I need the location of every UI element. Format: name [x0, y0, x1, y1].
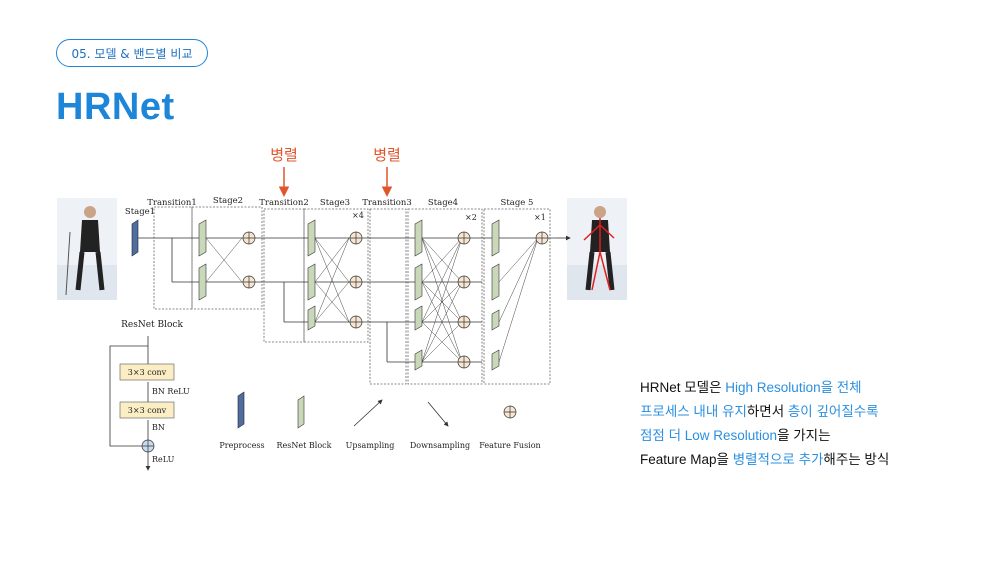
resnet-conv2: 3×3 conv	[128, 406, 167, 415]
resnet-bn-relu: BN ReLU	[152, 387, 190, 396]
description-text: Feature Map을	[640, 452, 733, 467]
stage-label-transition2: Transition2	[259, 198, 309, 208]
stage-label-transition3: Transition3	[362, 198, 412, 208]
description-text: 하면서	[746, 404, 788, 419]
page-title: HRNet	[56, 86, 175, 128]
description-line: Feature Map을 병렬적으로 추가해주는 방식	[640, 448, 990, 472]
stage-label-transition1: Transition1	[147, 198, 197, 208]
section-label: 05. 모델 & 밴드별 비교	[56, 39, 208, 67]
highlight-text: 층이 깊어질수록	[787, 404, 879, 419]
description-text: 을 가지는	[777, 428, 831, 443]
stage-label-stage3: Stage3	[320, 198, 350, 208]
description-line: 프로세스 내내 유지하면서 층이 깊어질수록	[640, 400, 990, 424]
description-line: 점점 더 Low Resolution을 가지는	[640, 424, 990, 448]
legend: Preprocess ResNet Block Upsampling Downs…	[219, 391, 541, 450]
repeat-mark-stage5: ×1	[534, 213, 546, 222]
stage-label-stage5: Stage 5	[501, 198, 534, 208]
parallel-label-1: 병렬	[270, 146, 298, 164]
resnet-conv1: 3×3 conv	[128, 368, 167, 377]
repeat-mark-stage3: ×4	[352, 211, 364, 220]
highlight-text: 점점 더 Low Resolution	[640, 428, 778, 443]
repeat-mark-stage4: ×2	[465, 213, 477, 222]
legend-upsampling: Upsampling	[346, 441, 395, 450]
parallel-annotation: 병렬 병렬	[270, 146, 401, 197]
stage-label-stage1: Stage1	[125, 207, 155, 217]
highlight-text: 병렬적으로 추가	[732, 452, 824, 467]
resnet-block-title: ResNet Block	[121, 320, 183, 330]
resnet-bn: BN	[152, 423, 165, 432]
stage-label-stage4: Stage4	[428, 198, 458, 208]
legend-feature-fusion: Feature Fusion	[479, 441, 540, 450]
legend-preprocess: Preprocess	[219, 441, 264, 450]
resnet-relu: ReLU	[152, 455, 175, 464]
input-image	[57, 198, 117, 300]
output-image	[567, 198, 627, 300]
stage-label-stage2: Stage2	[213, 196, 243, 206]
description-text: HRNet 모델은	[640, 380, 726, 395]
parallel-label-2: 병렬	[373, 146, 401, 164]
description-text: 해주는 방식	[823, 452, 890, 467]
legend-downsampling: Downsampling	[410, 441, 470, 450]
legend-resnet-block: ResNet Block	[277, 441, 332, 450]
description-line: HRNet 모델은 High Resolution을 전체	[640, 376, 990, 400]
highlight-text: 프로세스 내내 유지	[640, 404, 747, 419]
hrnet-diagram: 병렬 병렬 Stage1 Transition1 Stage2 Transiti…	[52, 140, 642, 489]
highlight-text: High Resolution을 전체	[725, 380, 862, 395]
stage-boxes	[153, 206, 551, 385]
